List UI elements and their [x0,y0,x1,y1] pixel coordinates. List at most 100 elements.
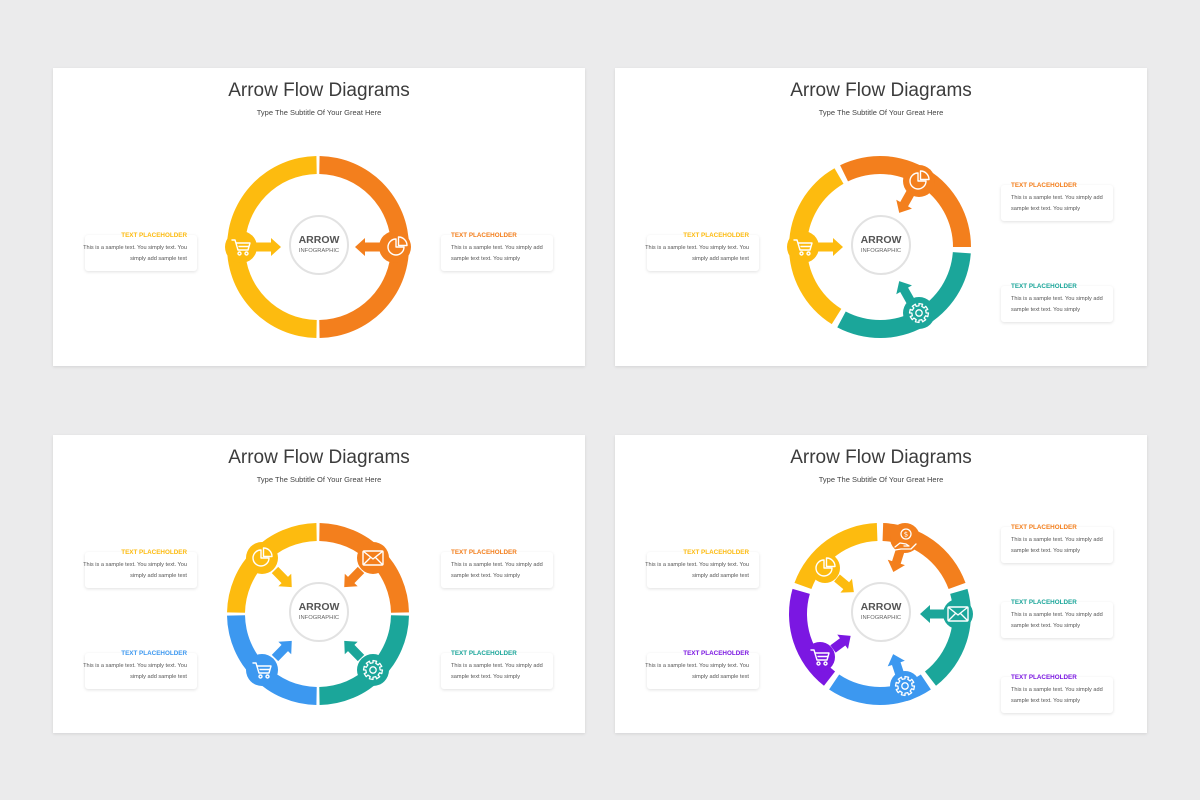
slide-title: Arrow Flow Diagrams [790,80,972,101]
svg-text:$: $ [904,531,908,539]
cart-icon [810,649,830,666]
card-text: This is a sample text. You simply text. … [83,245,187,262]
cart-icon [793,239,813,256]
center-circle: ARROW INFOGRAPHIC [289,215,349,275]
card-text: This is a sample text. You simply add sa… [1011,687,1103,704]
text-card: TEXT PLACEHOLDER This is a sample text. … [1001,283,1113,322]
card-title: TEXT PLACEHOLDER [1011,182,1077,189]
icon-badge [903,297,935,329]
center-sublabel: INFOGRAPHIC [860,248,902,254]
slide-two-segment: Arrow Flow Diagrams Type The Subtitle Of… [53,68,585,366]
icon-badge [379,231,411,263]
flow-arrow [887,654,905,677]
card-title: TEXT PLACEHOLDER [451,232,517,239]
ring-segment [227,523,317,613]
card-text: This is a sample text. You simply text. … [645,663,749,680]
card-text: This is a sample text. You simply add sa… [451,562,543,579]
slide-subtitle: Type The Subtitle Of Your Great Here [818,475,944,484]
card-text: This is a sample text. You simply text. … [83,663,187,680]
text-card: TEXT PLACEHOLDER This is a sample text. … [1001,674,1113,713]
arrow-flow-diagram: $ [789,523,973,705]
icon-badge [357,542,389,574]
card-text: This is a sample text. You simply add sa… [1011,296,1103,313]
card-text: This is a sample text. You simply text. … [645,562,749,579]
ring-segment [840,156,971,247]
flow-arrow [896,281,915,305]
center-circle: ARROW INFOGRAPHIC [851,215,911,275]
card-title: TEXT PLACEHOLDER [683,549,749,556]
arrow-flow-diagram [787,156,971,338]
ring-segment [789,588,836,686]
flow-arrow [834,574,854,593]
card-title: TEXT PLACEHOLDER [451,549,517,556]
slide-five-segment: Arrow Flow Diagrams Type The Subtitle Of… [615,435,1147,733]
ring-segment [794,523,878,590]
text-card: TEXT PLACEHOLDER This is a sample text. … [441,549,553,588]
slide-three-segment: Arrow Flow Diagrams Type The Subtitle Of… [615,68,1147,366]
text-card: TEXT PLACEHOLDER This is a sample text. … [83,232,197,271]
slide-subtitle: Type The Subtitle Of Your Great Here [256,475,382,484]
center-circle: ARROW INFOGRAPHIC [289,582,349,642]
ring-segment [319,615,409,705]
mail-icon [362,550,384,566]
icon-badge [357,654,389,686]
text-card: TEXT PLACEHOLDER This is a sample text. … [1001,599,1113,638]
center-label: ARROW [298,234,340,246]
gear-icon [894,675,916,697]
flow-arrow [271,566,292,588]
center-sublabel: INFOGRAPHIC [860,615,902,621]
text-card: TEXT PLACEHOLDER This is a sample text. … [645,232,759,271]
text-card: TEXT PLACEHOLDER This is a sample text. … [1001,182,1113,221]
center-label: ARROW [860,234,902,246]
flow-arrow [344,566,365,588]
ring-segment [319,156,410,338]
slide-title: Arrow Flow Diagrams [228,80,410,101]
card-title: TEXT PLACEHOLDER [121,650,187,657]
text-card: TEXT PLACEHOLDER This is a sample text. … [441,232,553,271]
text-card: TEXT PLACEHOLDER This is a sample text. … [83,549,197,588]
center-sublabel: INFOGRAPHIC [298,615,340,621]
ring-segment [226,156,317,338]
card-text: This is a sample text. You simply text. … [645,245,749,262]
center-circle: ARROW INFOGRAPHIC [851,582,911,642]
pie-chart-icon [909,170,930,190]
text-card: TEXT PLACEHOLDER This is a sample text. … [1001,524,1113,563]
flow-arrow [271,640,292,662]
pie-chart-icon [387,236,408,256]
flow-arrow [815,238,843,256]
text-card: TEXT PLACEHOLDER This is a sample text. … [83,650,197,689]
ring-segment [227,615,317,705]
gear-icon [908,302,930,324]
mail-icon [947,606,969,622]
gear-icon [362,659,384,681]
flow-arrow [344,640,365,662]
card-text: This is a sample text. You simply add sa… [1011,195,1103,212]
slide-subtitle: Type The Subtitle Of Your Great Here [256,108,382,117]
cart-icon [231,239,251,256]
card-title: TEXT PLACEHOLDER [683,232,749,239]
card-title: TEXT PLACEHOLDER [1011,599,1077,606]
arrow-flow-diagram [227,523,409,705]
cart-icon [252,662,272,679]
slide-subtitle: Type The Subtitle Of Your Great Here [818,108,944,117]
card-title: TEXT PLACEHOLDER [683,650,749,657]
flow-arrow [253,238,281,256]
card-text: This is a sample text. You simply text. … [83,562,187,579]
card-title: TEXT PLACEHOLDER [1011,524,1077,531]
ring-segment [789,168,844,325]
pie-chart-icon [252,547,273,567]
flow-arrow [920,605,944,623]
card-text: This is a sample text. You simply add sa… [451,663,543,680]
flow-arrow [830,634,851,653]
ring-segment [837,252,971,338]
pie-chart-icon [815,557,836,577]
card-title: TEXT PLACEHOLDER [121,549,187,556]
ring-segment [319,523,409,613]
center-label: ARROW [860,601,902,613]
slide-title: Arrow Flow Diagrams [228,447,410,468]
text-card: TEXT PLACEHOLDER This is a sample text. … [441,650,553,689]
money-hand-icon: $ [894,528,917,551]
flow-arrow [355,238,383,256]
center-sublabel: INFOGRAPHIC [298,248,340,254]
card-text: This is a sample text. You simply add sa… [1011,612,1103,629]
